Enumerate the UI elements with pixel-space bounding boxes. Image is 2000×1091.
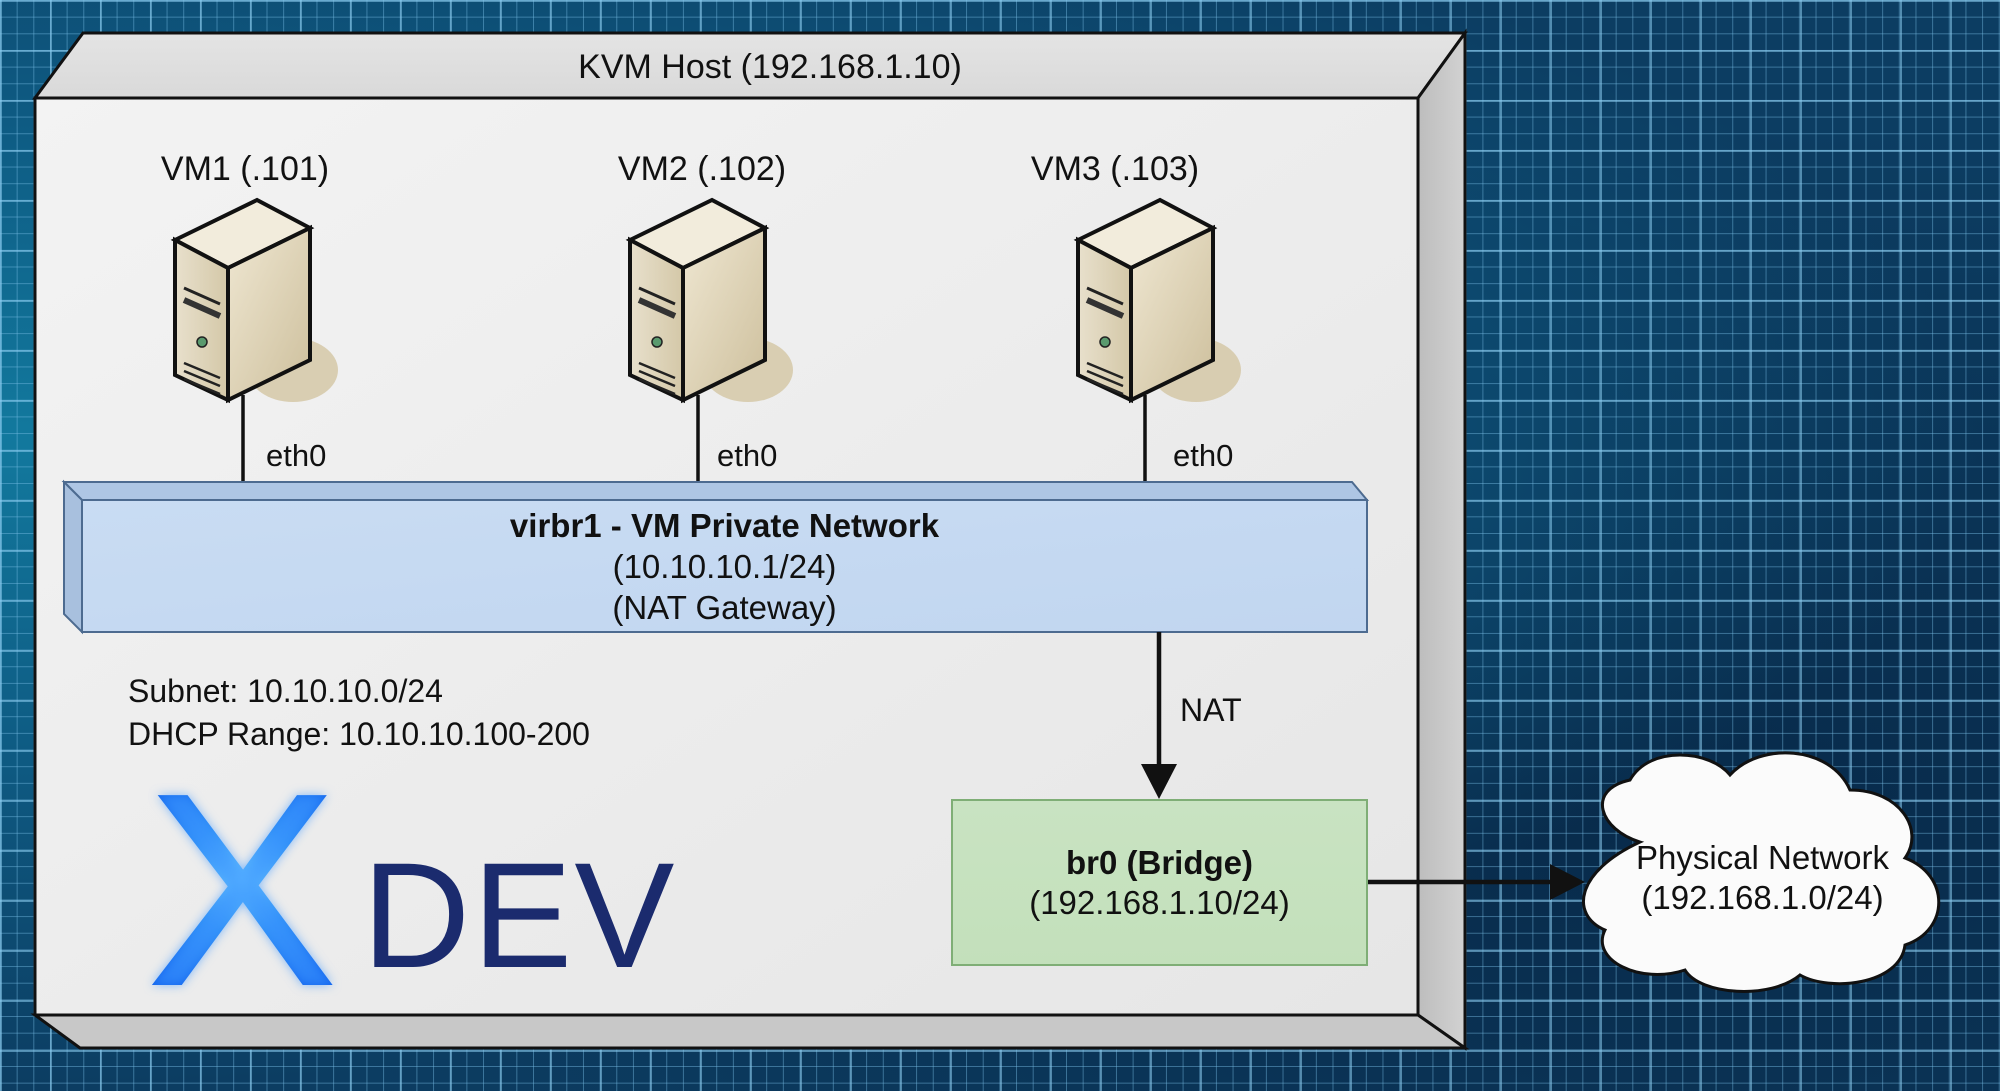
br0-bridge-box: br0 (Bridge) (192.168.1.10/24)	[951, 799, 1368, 966]
br0-address: (192.168.1.10/24)	[1029, 883, 1290, 921]
virbr1-top-face	[61, 481, 1370, 501]
vm2-interface-label: eth0	[717, 438, 778, 473]
physical-network-labels: Physical Network (192.168.1.0/24)	[1590, 838, 1935, 918]
vm3-label: VM3 (.103)	[1030, 150, 1200, 188]
vm2-server-icon	[625, 197, 793, 404]
vm1-label: VM1 (.101)	[160, 150, 330, 188]
kvm-host-title: KVM Host (192.168.1.10)	[578, 48, 962, 86]
network-info: Subnet: 10.10.10.0/24 DHCP Range: 10.10.…	[128, 670, 590, 756]
uplink-arrow-head	[1550, 864, 1585, 900]
cloud-icon	[1582, 751, 1941, 993]
logo-mark-x: X	[145, 736, 339, 1044]
logo-wordmark-dev: DEV	[362, 831, 677, 999]
physical-network-address: (192.168.1.0/24)	[1641, 879, 1884, 916]
vm3-server-icon	[1073, 197, 1241, 404]
virbr1-box	[61, 479, 1370, 635]
host-right-face	[1416, 28, 1467, 1051]
virbr1-address: (10.10.10.1/24)	[612, 548, 837, 585]
nat-label: NAT	[1180, 692, 1242, 728]
nat-arrow-head	[1141, 764, 1177, 799]
subnet-text: Subnet: 10.10.10.0/24	[128, 673, 443, 709]
virbr1-title: virbr1 - VM Private Network	[509, 507, 940, 544]
vm1-interface-label: eth0	[266, 438, 327, 473]
vm1-server-icon	[170, 197, 338, 404]
dhcp-range-text: DHCP Range: 10.10.10.100-200	[128, 716, 590, 752]
virbr1-left-face	[63, 479, 83, 635]
virbr1-labels: virbr1 - VM Private Network (10.10.10.1/…	[82, 500, 1367, 628]
br0-title: br0 (Bridge)	[1065, 843, 1253, 881]
physical-network-title: Physical Network	[1635, 839, 1890, 876]
vm3-interface-label: eth0	[1173, 438, 1234, 473]
vm2-label: VM2 (.102)	[617, 150, 787, 188]
virbr1-role: (NAT Gateway)	[612, 589, 837, 626]
virbr1-front-face	[81, 499, 1368, 633]
